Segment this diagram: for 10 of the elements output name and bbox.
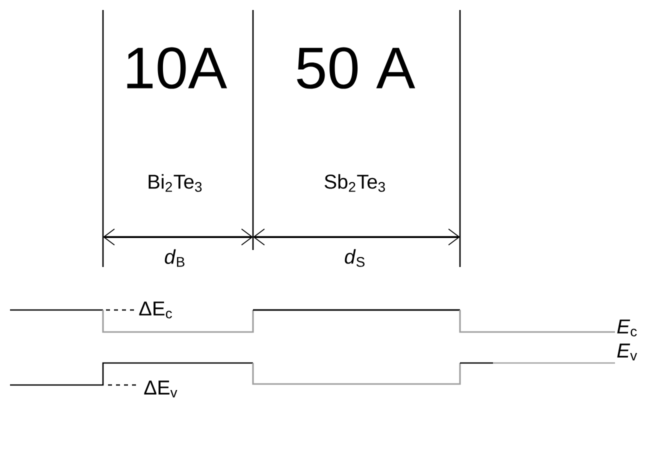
material-label: Bi$_{2}$Te$_{3}$ xyxy=(148,174,202,192)
layer-label: 10A xyxy=(127,47,228,89)
material-label: Sb$_{2}$Te$_{3}$ xyxy=(324,174,385,192)
band-offset-label: ΔE$_{v}$ xyxy=(144,380,178,398)
band-edge-label: E$_{v}$ xyxy=(617,344,638,360)
thickness-label: d$_{S}$ xyxy=(344,249,365,267)
layer-label: 50 A xyxy=(297,47,416,89)
band-offset-label: ΔE$_{c}$ xyxy=(139,302,172,318)
thickness-label: d$_{B}$ xyxy=(164,249,184,267)
band-edge-label: E$_{c}$ xyxy=(617,320,637,336)
